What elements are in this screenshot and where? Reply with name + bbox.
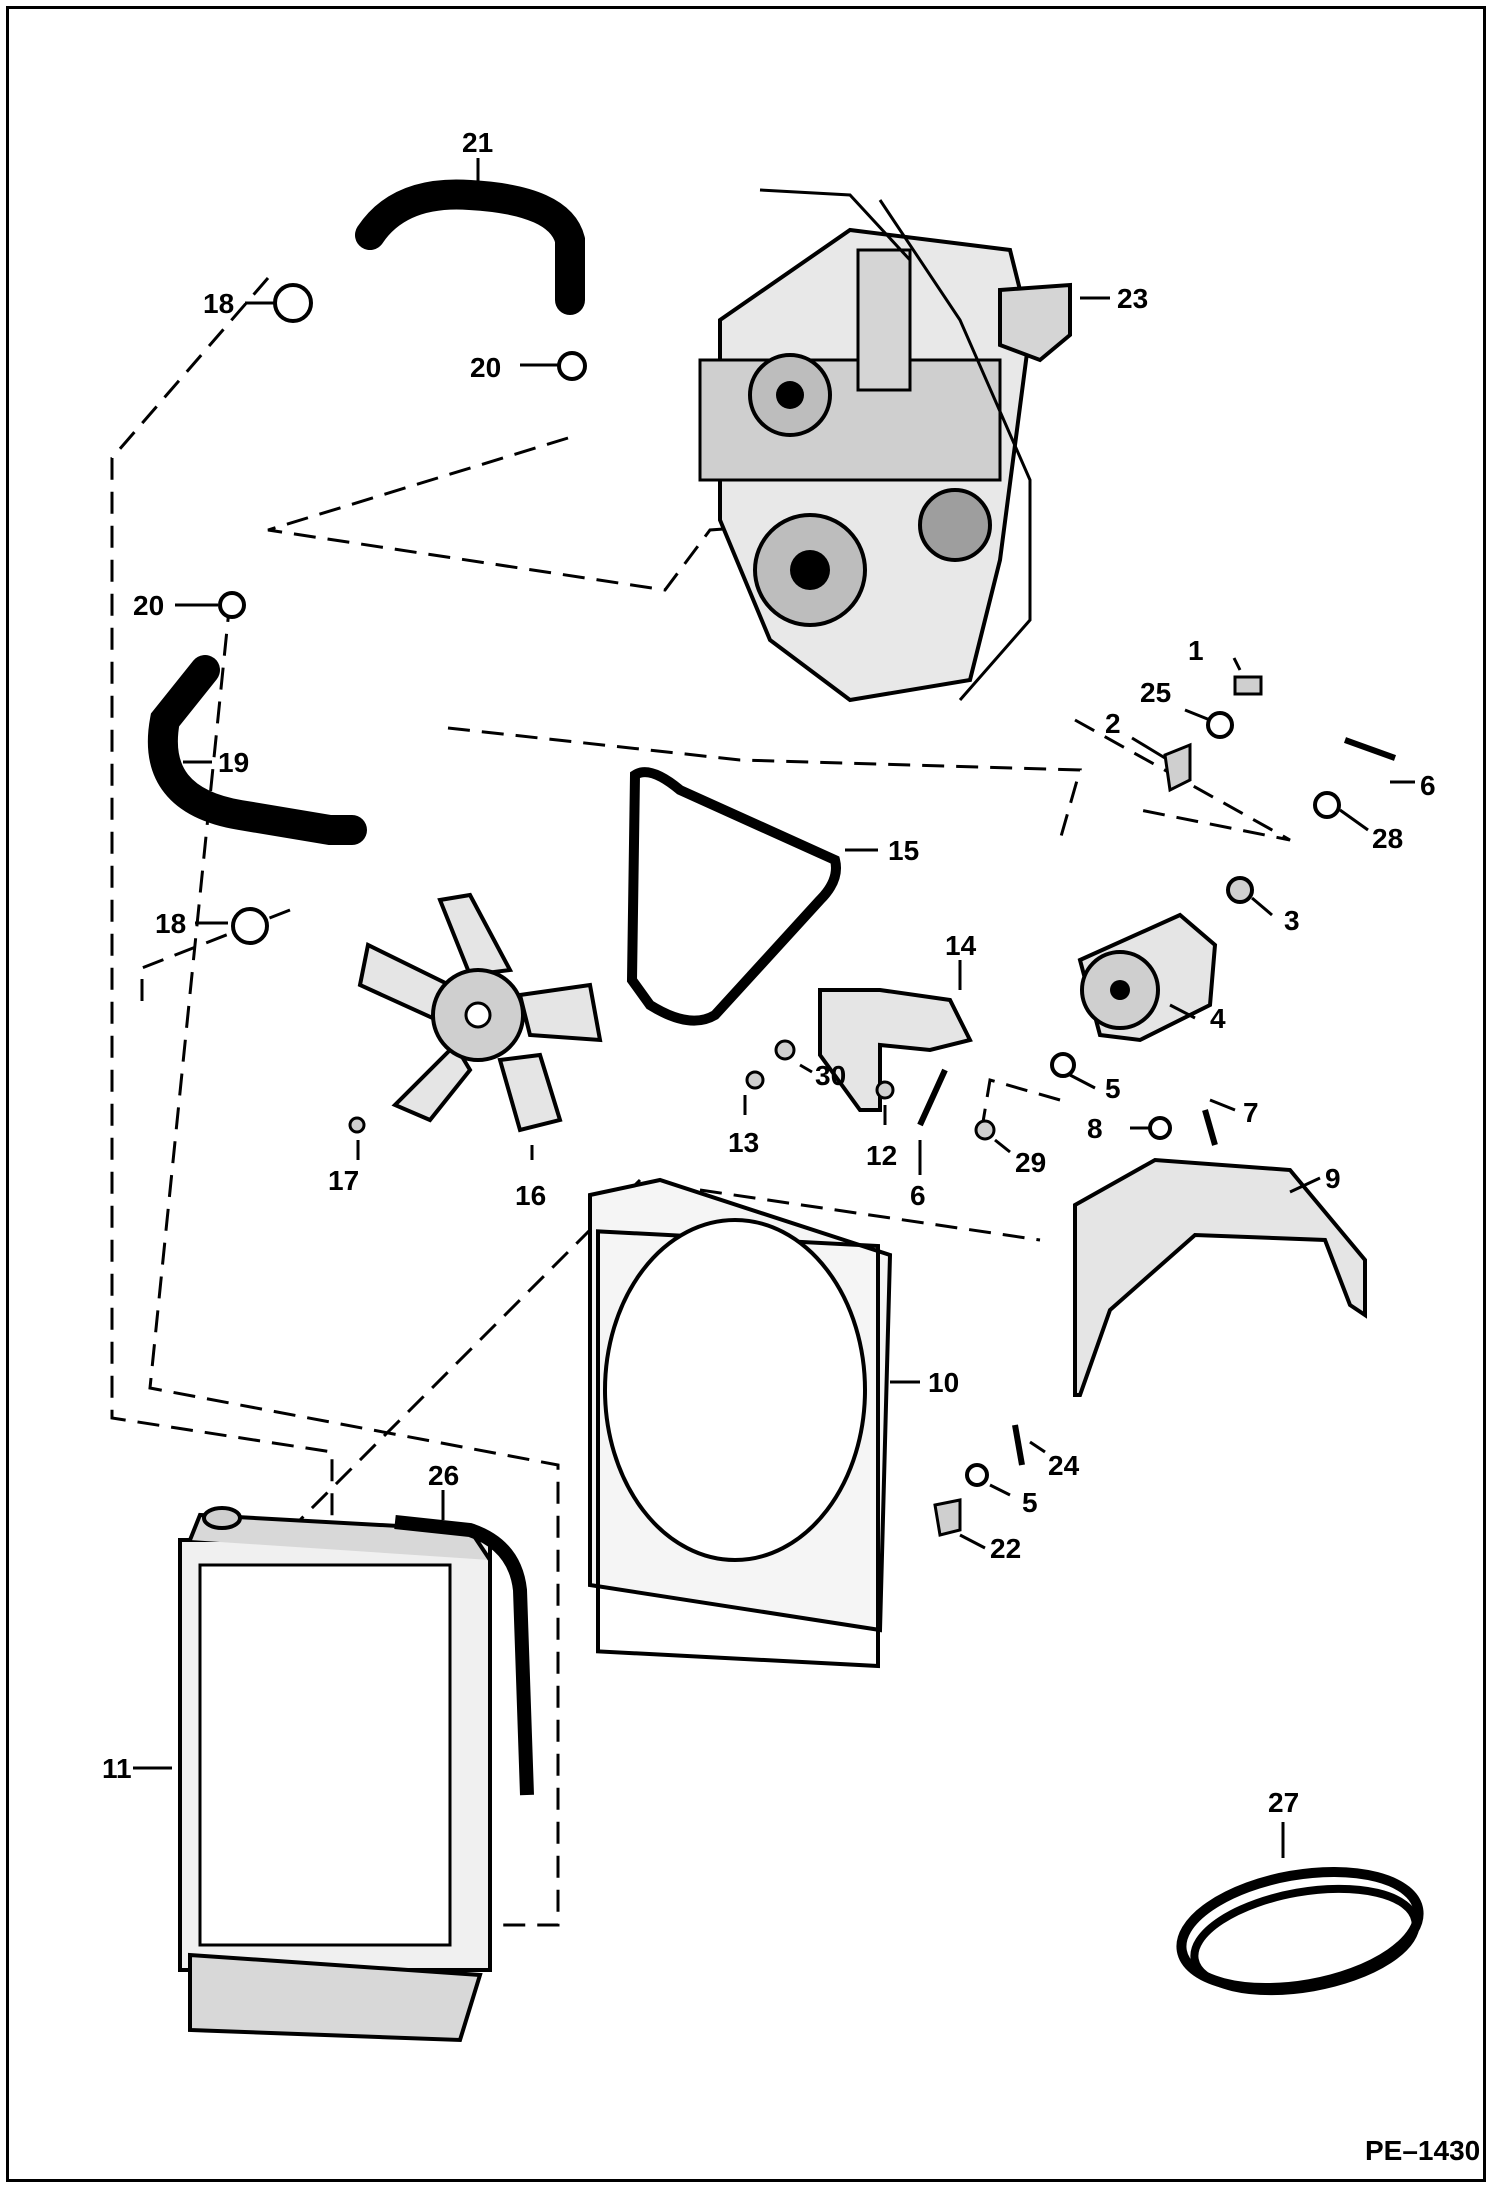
nut-29 xyxy=(974,1119,996,1141)
drawing-reference-number: PE–1430 xyxy=(1365,2135,1480,2166)
clip-2 xyxy=(1163,742,1192,793)
washer-25 xyxy=(1206,711,1234,739)
callout-11: 11 xyxy=(102,1753,132,1784)
engine-assembly xyxy=(698,188,1033,703)
callout-leaders xyxy=(133,158,1415,1858)
drive-belt xyxy=(626,767,841,1026)
callout-14: 14 xyxy=(945,930,977,961)
nut-3 xyxy=(1226,876,1254,904)
upper-hose xyxy=(355,179,585,315)
bolt-24 xyxy=(1012,1424,1025,1466)
callout-16: 16 xyxy=(515,1180,546,1211)
callout-3: 3 xyxy=(1284,905,1300,936)
callout-18-lower: 18 xyxy=(155,908,186,939)
washer-28 xyxy=(1313,791,1341,819)
bolt-6 xyxy=(1343,737,1397,761)
callout-6: 6 xyxy=(1420,770,1436,801)
washer-8 xyxy=(1148,1116,1172,1140)
callout-12: 12 xyxy=(866,1140,897,1171)
callout-19: 19 xyxy=(218,747,249,778)
bolt-13 xyxy=(745,1070,765,1090)
hose-clamp xyxy=(273,283,313,323)
assembly-dashed-lines xyxy=(110,277,1291,1927)
callout-18: 18 xyxy=(203,288,234,319)
overflow-hose xyxy=(394,1515,534,1796)
callout-26: 26 xyxy=(428,1460,459,1491)
fitting-1 xyxy=(1233,675,1263,696)
thermostat-housing xyxy=(998,282,1072,363)
callout-9: 9 xyxy=(1325,1163,1341,1194)
lower-hose xyxy=(147,655,367,845)
callout-4: 4 xyxy=(1210,1003,1226,1034)
bolt-6-lower xyxy=(917,1068,948,1127)
coiled-hose xyxy=(1176,1866,1424,1996)
callout-8: 8 xyxy=(1087,1113,1103,1144)
callout-22: 22 xyxy=(990,1533,1021,1564)
callout-24: 24 xyxy=(1048,1450,1080,1481)
callout-20: 20 xyxy=(470,352,501,383)
bolt-17 xyxy=(348,1116,366,1134)
callout-21: 21 xyxy=(462,127,493,158)
callout-5-lower: 5 xyxy=(1022,1487,1038,1518)
clamp-22 xyxy=(933,1498,962,1537)
callout-30: 30 xyxy=(815,1060,846,1091)
callout-7: 7 xyxy=(1243,1097,1259,1128)
alternator-bracket xyxy=(818,988,973,1112)
callout-15: 15 xyxy=(888,835,919,866)
callout-2: 2 xyxy=(1105,708,1121,739)
washer-5-lower xyxy=(965,1463,989,1487)
callout-1: 1 xyxy=(1188,635,1204,666)
radiator xyxy=(178,1506,492,2043)
fan-guard xyxy=(1073,1157,1367,1397)
diagram-frame xyxy=(6,6,1486,2182)
washer-5 xyxy=(1050,1052,1076,1078)
hose-clamp xyxy=(557,351,587,381)
hose-clamp xyxy=(231,907,269,945)
bolt-12 xyxy=(875,1080,895,1100)
callout-5: 5 xyxy=(1105,1073,1121,1104)
callout-23: 23 xyxy=(1117,283,1148,314)
callout-20-lower: 20 xyxy=(133,590,164,621)
alternator xyxy=(1077,912,1218,1043)
callout-28: 28 xyxy=(1372,823,1403,854)
callout-13: 13 xyxy=(728,1127,759,1158)
washer-30 xyxy=(774,1039,796,1061)
callout-labels: 1 2 3 4 5 5 6 6 7 8 9 10 11 12 13 14 15 … xyxy=(102,127,1436,1818)
fan-shroud xyxy=(588,1177,893,1669)
hose-clamp xyxy=(218,591,246,619)
cooling-fan xyxy=(357,892,603,1133)
callout-27: 27 xyxy=(1268,1787,1299,1818)
callout-29: 29 xyxy=(1015,1147,1046,1178)
callout-25: 25 xyxy=(1140,677,1171,708)
hardware xyxy=(348,675,1397,1537)
callout-10: 10 xyxy=(928,1367,959,1398)
bolt-7 xyxy=(1202,1109,1218,1146)
callout-17: 17 xyxy=(328,1165,359,1196)
callout-6-lower: 6 xyxy=(910,1180,926,1211)
